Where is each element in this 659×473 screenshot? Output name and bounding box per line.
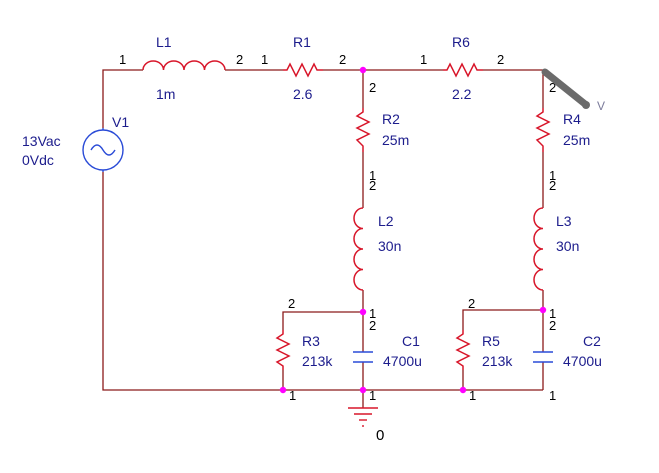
resistor-r2[interactable]: R2 25m 2 1 [355, 80, 409, 183]
junction-dot [359, 308, 367, 316]
resistor-zigzag-icon [443, 62, 483, 78]
r4-value: 25m [563, 132, 590, 148]
coil-icon [533, 207, 544, 291]
r3-pin2: 2 [288, 296, 295, 311]
resistor-zigzag-icon [355, 108, 371, 152]
l1-value: 1m [156, 86, 175, 102]
r6-ref: R6 [452, 34, 470, 50]
junction-dot [459, 386, 467, 394]
r3-ref: R3 [302, 333, 320, 349]
l2-ref: L2 [378, 213, 394, 229]
r5-value: 213k [482, 353, 513, 369]
voltage-probe[interactable]: V [541, 68, 605, 113]
r1-ref: R1 [293, 34, 311, 50]
l3-pin2: 2 [549, 178, 556, 193]
inductor-l1[interactable]: L1 1m 1 2 [119, 34, 243, 102]
wire-bottom-rail [102, 172, 543, 391]
r6-value: 2.2 [452, 86, 472, 102]
r2-value: 25m [382, 132, 409, 148]
l1-ref: L1 [156, 34, 172, 50]
c2-pin1: 1 [549, 388, 556, 403]
r6-pin2: 2 [497, 52, 504, 67]
resistor-zigzag-icon [283, 62, 323, 78]
wires [102, 69, 544, 408]
junction-dot [279, 386, 287, 394]
r5-pin2: 2 [468, 296, 475, 311]
c1-ref: C1 [402, 333, 420, 349]
c2-pin2: 2 [549, 318, 556, 333]
capacitor-c2[interactable]: C2 4700u 2 1 [533, 318, 602, 403]
c2-value: 4700u [563, 353, 602, 369]
resistor-r4[interactable]: R4 25m 2 1 [535, 80, 590, 183]
inductor-l2[interactable]: L2 30n 2 1 [353, 178, 401, 321]
c1-value: 4700u [383, 353, 422, 369]
resistor-zigzag-icon [455, 330, 471, 370]
v1-ac-value: 13Vac [22, 133, 61, 149]
l2-pin2: 2 [369, 178, 376, 193]
r1-pin1: 1 [261, 52, 268, 67]
junction-dot [359, 66, 367, 74]
resistor-zigzag-icon [275, 330, 291, 370]
l1-pin1: 1 [119, 52, 126, 67]
c2-ref: C2 [583, 333, 601, 349]
l3-value: 30n [556, 238, 579, 254]
ground-symbol: 0 [348, 407, 384, 444]
resistor-r5[interactable]: R5 213k 2 1 [455, 296, 513, 403]
sine-wave-icon [90, 144, 116, 156]
coil-icon [353, 207, 364, 291]
coil-icon [142, 60, 226, 71]
r4-ref: R4 [563, 111, 581, 127]
v1-dc-value: 0Vdc [22, 152, 54, 168]
r2-pin2: 2 [369, 80, 376, 95]
source-v1[interactable]: V1 13Vac 0Vdc [22, 114, 129, 172]
wire-nodeB-r3 [282, 311, 363, 330]
wire-nodeC-r5 [462, 309, 543, 330]
l3-pin1: 1 [549, 306, 556, 321]
resistor-r6[interactable]: R6 2.2 1 2 [420, 34, 504, 102]
junction-dot [539, 306, 547, 314]
r2-ref: R2 [382, 111, 400, 127]
resistor-zigzag-icon [535, 108, 551, 152]
inductor-l3[interactable]: L3 30n 2 1 [533, 178, 579, 321]
junctions [279, 66, 547, 394]
wire-v1-top [102, 69, 143, 128]
capacitor-c1[interactable]: C1 4700u 2 1 [353, 318, 422, 403]
r6-pin1: 1 [420, 52, 427, 67]
v1-ref: V1 [112, 114, 129, 130]
r2-pin1: 1 [369, 168, 376, 183]
r4-pin2: 2 [549, 80, 556, 95]
c1-pin2: 2 [369, 318, 376, 333]
resistor-r3[interactable]: R3 213k 2 1 [275, 296, 333, 403]
r3-value: 213k [302, 353, 333, 369]
probe-label: V [597, 99, 605, 113]
resistor-r1[interactable]: R1 2.6 1 2 [261, 34, 346, 102]
l2-pin1: 1 [369, 306, 376, 321]
junction-dot [359, 386, 367, 394]
l1-pin2: 2 [236, 52, 243, 67]
l3-ref: L3 [556, 213, 572, 229]
r3-pin1: 1 [289, 388, 296, 403]
ground-label: 0 [376, 427, 384, 444]
r4-pin1: 1 [549, 168, 556, 183]
probe-icon [541, 68, 589, 108]
r1-value: 2.6 [293, 86, 313, 102]
r1-pin2: 2 [339, 52, 346, 67]
l2-value: 30n [378, 238, 401, 254]
r5-pin1: 1 [469, 388, 476, 403]
c1-pin1: 1 [369, 388, 376, 403]
r5-ref: R5 [482, 333, 500, 349]
